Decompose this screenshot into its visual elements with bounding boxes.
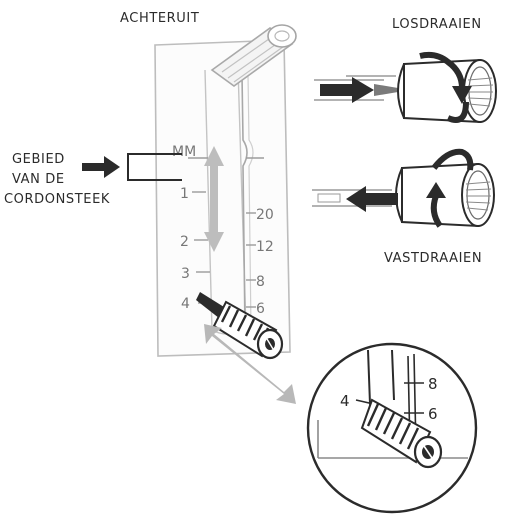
reverse-lever bbox=[210, 24, 297, 87]
stitch-length-knob[interactable] bbox=[196, 292, 284, 360]
range-label-line1: GEBIED bbox=[12, 152, 65, 167]
inset-left-mark-4: 4 bbox=[340, 392, 350, 410]
scale-right-mark-6: 6 bbox=[256, 301, 265, 317]
loosen-screwdriver bbox=[314, 75, 398, 103]
range-arrow-icon bbox=[82, 156, 120, 178]
range-label-line3: CORDONSTEEK bbox=[4, 192, 110, 207]
scale-mm-label: MM bbox=[172, 144, 196, 160]
scale-left-mark-3: 3 bbox=[181, 266, 190, 282]
reverse-label: ACHTERUIT bbox=[120, 11, 199, 26]
tighten-label: VASTDRAAIEN bbox=[384, 251, 482, 266]
diagonal-double-arrow-icon bbox=[204, 324, 296, 404]
tighten-knob-icon bbox=[395, 162, 495, 228]
inset-right-mark-6: 6 bbox=[428, 405, 438, 423]
scale-left-mark-2: 2 bbox=[180, 234, 189, 250]
scale-right-mark-20: 20 bbox=[256, 207, 274, 223]
scale-left-mark-4: 4 bbox=[181, 296, 190, 312]
loosen-label: LOSDRAAIEN bbox=[392, 17, 482, 32]
range-bracket bbox=[127, 153, 182, 181]
tighten-screwdriver bbox=[312, 186, 398, 212]
scale-right-mark-12: 12 bbox=[256, 239, 274, 255]
loosen-knob-icon bbox=[397, 58, 497, 124]
range-label-line2: VAN DE bbox=[12, 172, 65, 187]
scale-right-mark-8: 8 bbox=[256, 274, 265, 290]
clockwise-arrow-icon bbox=[426, 148, 474, 228]
scale-left-mark-1: 1 bbox=[180, 186, 189, 202]
detail-inset bbox=[306, 342, 478, 514]
counterclockwise-arrow-icon bbox=[419, 51, 472, 123]
double-arrow-icon bbox=[204, 146, 224, 252]
inset-right-mark-8: 8 bbox=[428, 375, 438, 393]
